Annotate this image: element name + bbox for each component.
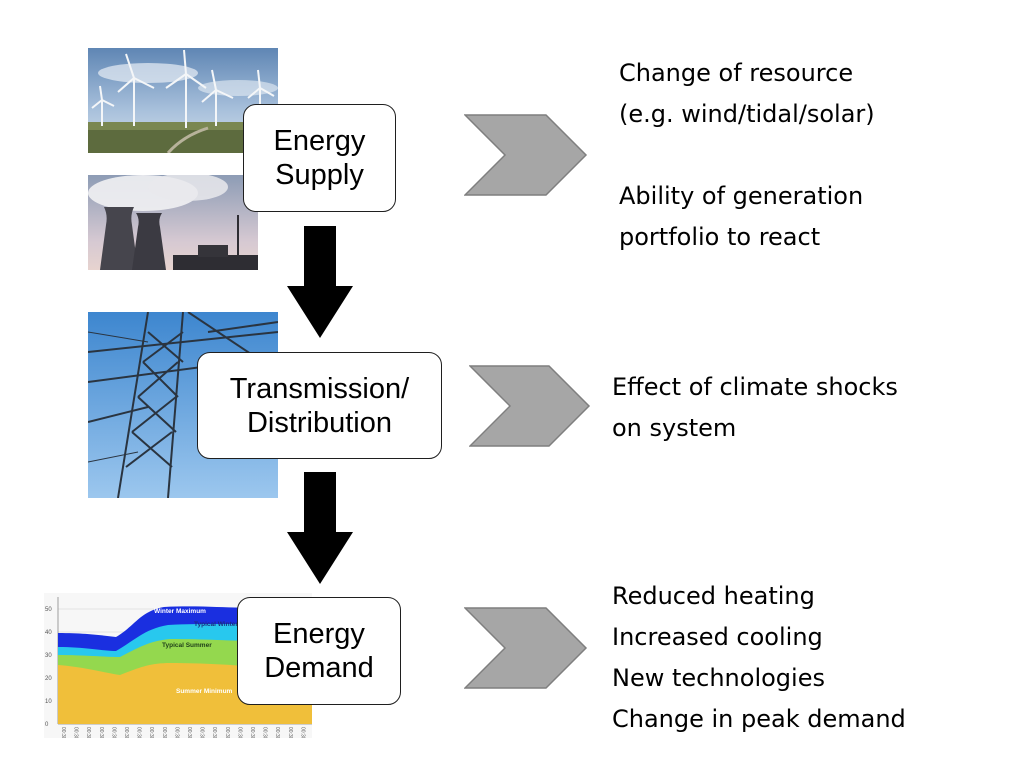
down-arrow-transmission-to-demand bbox=[287, 472, 353, 584]
y-tick-label: 30 bbox=[45, 653, 52, 659]
x-tick-label: 00:30 bbox=[161, 727, 167, 738]
transmission-distribution-label-line-2: Distribution bbox=[246, 406, 393, 439]
x-tick-label: 00:30 bbox=[186, 727, 192, 738]
cooling-towers-photo bbox=[88, 175, 258, 270]
supply-effect-1-line-1: Change of resource bbox=[619, 59, 854, 87]
x-tick-label: 00:30 bbox=[211, 727, 217, 738]
x-tick-label: 00:30 bbox=[274, 727, 280, 738]
x-tick-label: 00:30 bbox=[236, 727, 242, 738]
demand-effect-reduced-heating: Reduced heating bbox=[612, 582, 815, 610]
y-tick-label: 10 bbox=[45, 699, 52, 705]
series-label-typical-winter: Typical Winter bbox=[194, 621, 238, 628]
y-tick-labels: 50 40 30 20 10 0 bbox=[45, 607, 52, 728]
supply-effect-1-line-2: (e.g. wind/tidal/solar) bbox=[619, 100, 875, 128]
chevron-arrow-demand bbox=[464, 607, 588, 689]
y-tick-label: 40 bbox=[45, 630, 52, 636]
x-tick-label: 00:30 bbox=[73, 727, 79, 738]
x-tick-label: 00:30 bbox=[85, 727, 91, 738]
y-tick-label: 20 bbox=[45, 676, 52, 682]
x-tick-label: 00:30 bbox=[98, 727, 104, 738]
demand-effects-text: Reduced heating Increased cooling New te… bbox=[612, 576, 906, 740]
transmission-effects-text: Effect of climate shocks on system bbox=[612, 367, 898, 449]
chevron-arrow-supply bbox=[464, 114, 588, 196]
y-tick-label: 50 bbox=[45, 607, 52, 613]
y-tick-label: 0 bbox=[45, 722, 49, 728]
x-tick-label: 00:30 bbox=[199, 727, 205, 738]
x-tick-label: 00:30 bbox=[262, 727, 268, 738]
transmission-effect-line-2: on system bbox=[612, 414, 737, 442]
transmission-effect-line-1: Effect of climate shocks bbox=[612, 373, 898, 401]
x-tick-label: 00:30 bbox=[136, 727, 142, 738]
x-tick-label: 00:30 bbox=[110, 727, 116, 738]
supply-effect-2-line-2: portfolio to react bbox=[619, 223, 821, 251]
energy-supply-box: Energy Supply bbox=[243, 104, 396, 212]
demand-effect-change-in-peak-demand: Change in peak demand bbox=[612, 705, 906, 733]
supply-effects-text: Change of resource (e.g. wind/tidal/sola… bbox=[619, 53, 875, 258]
chevron-arrow-transmission bbox=[469, 365, 591, 447]
series-label-typical-summer: Typical Summer bbox=[162, 642, 212, 649]
x-tick-labels: 00:30 00:30 00:30 00:30 00:30 00:30 00:30 00:30… bbox=[60, 727, 305, 738]
energy-demand-box: Energy Demand bbox=[237, 597, 401, 705]
down-arrow-supply-to-transmission bbox=[287, 226, 353, 338]
x-tick-label: 00:30 bbox=[60, 727, 66, 738]
demand-effect-increased-cooling: Increased cooling bbox=[612, 623, 823, 651]
supply-effect-2-line-1: Ability of generation bbox=[619, 182, 864, 210]
x-tick-label: 00:30 bbox=[173, 727, 179, 738]
x-tick-label: 00:30 bbox=[299, 727, 305, 738]
transmission-distribution-label-line-1: Transmission/ bbox=[229, 372, 410, 405]
energy-supply-label-line-1: Energy bbox=[273, 125, 366, 157]
energy-demand-label-line-1: Energy bbox=[273, 618, 365, 650]
energy-demand-label-line-2: Demand bbox=[264, 652, 374, 684]
series-label-summer-minimum: Summer Minimum bbox=[176, 688, 233, 695]
wind-turbines-photo bbox=[88, 48, 278, 153]
x-tick-label: 00:30 bbox=[123, 727, 129, 738]
demand-effect-new-technologies: New technologies bbox=[612, 664, 825, 692]
x-tick-label: 00:30 bbox=[148, 727, 154, 738]
transmission-distribution-box: Transmission/ Distribution bbox=[197, 352, 442, 459]
x-tick-label: 00:30 bbox=[224, 727, 230, 738]
x-tick-label: 00:30 bbox=[287, 727, 293, 738]
series-label-winter-maximum: Winter Maximum bbox=[154, 608, 206, 615]
x-tick-label: 00:30 bbox=[249, 727, 255, 738]
energy-supply-label-line-2: Supply bbox=[275, 159, 364, 191]
